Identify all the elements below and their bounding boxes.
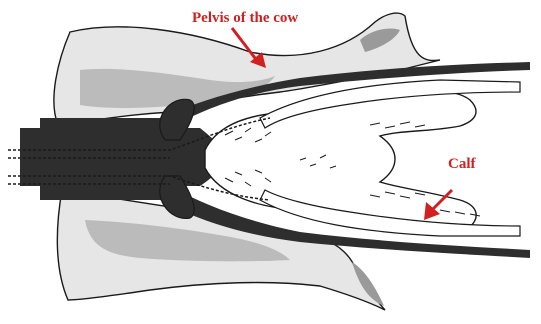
vulva-tissue [20,128,225,186]
calf-label: Calf [448,156,477,172]
pelvis-label: Pelvis of the cow [192,10,298,26]
